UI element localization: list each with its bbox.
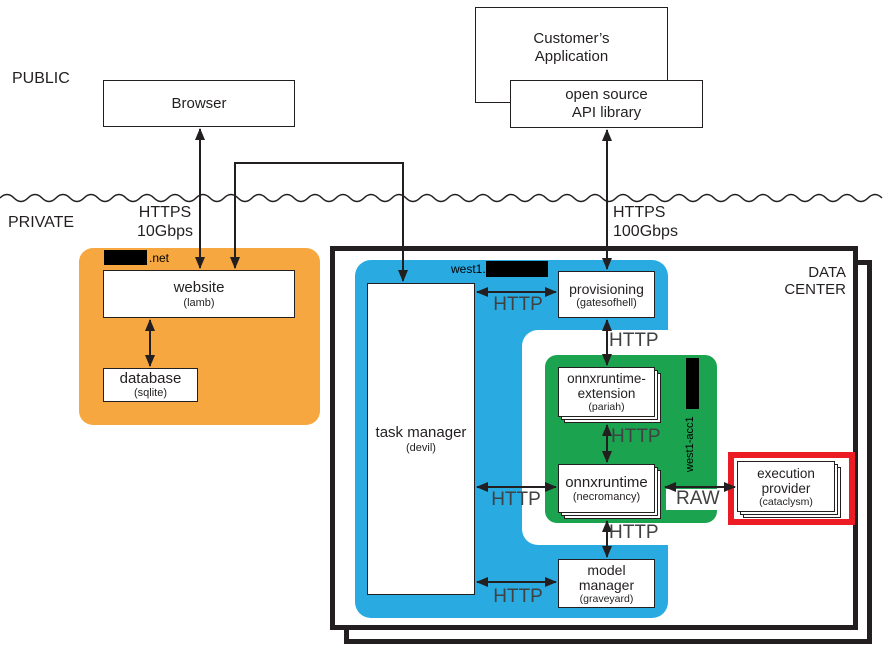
redacted-bar: [485, 261, 548, 277]
onnxruntime-extension-label-2: extension: [577, 386, 636, 401]
https-100gbps-line2: 100Gbps: [613, 223, 678, 240]
private-zone-label: PRIVATE: [8, 214, 75, 231]
database-sublabel: (sqlite): [133, 387, 167, 399]
node-browser: Browser: [103, 80, 295, 127]
customer-application-label-1: Customer’s: [533, 30, 610, 47]
public-zone-label: PUBLIC: [12, 70, 70, 87]
onnxruntime-label: onnxruntime: [565, 474, 648, 491]
raw-label-backing: [666, 489, 728, 510]
model-manager-label-1: model: [587, 561, 626, 578]
website-sublabel: (lamb): [183, 297, 215, 309]
node-execution-provider-highlight: execution provider (cataclysm): [728, 452, 855, 525]
public-private-boundary-wave: [0, 193, 883, 203]
task-manager-label: task manager: [375, 424, 467, 441]
website-domain-suffix: .net: [149, 250, 170, 265]
provisioning-host-prefix: west1.: [451, 262, 486, 276]
node-api-library: open source API library: [510, 80, 703, 128]
http-label-extension-onnxruntime: HTTP: [611, 426, 661, 447]
redacted-bar: [104, 250, 147, 265]
redacted-bar-vertical: [686, 358, 699, 409]
http-label-onnxruntime-modelmanager: HTTP: [609, 522, 659, 543]
customer-application-label-2: Application: [534, 48, 609, 65]
onnxruntime-extension-label-1: onnxruntime-: [567, 371, 646, 386]
onnxruntime-extension-sublabel: (pariah): [588, 401, 625, 413]
data-center-label-line2: CENTER: [784, 281, 846, 298]
website-domain-note: .net: [104, 250, 169, 265]
api-library-label-2: API library: [571, 104, 642, 121]
node-model-manager: model manager (graveyard): [558, 559, 655, 608]
execution-provider-label-1: execution: [757, 465, 815, 481]
https-10gbps-line1: HTTPS: [138, 204, 192, 221]
provisioning-label: provisioning: [569, 280, 644, 297]
execution-provider-sublabel: (cataclysm): [759, 495, 813, 508]
node-onnxruntime-extension: onnxruntime- extension (pariah): [558, 367, 661, 423]
api-library-label-1: open source: [565, 86, 648, 103]
node-task-manager: task manager (devil): [367, 283, 475, 595]
https-100gbps-line1: HTTPS: [613, 204, 666, 221]
https-100gbps-label: HTTPS 100Gbps: [613, 203, 678, 241]
provisioning-sublabel: (gatesofhell): [576, 296, 637, 309]
browser-label: Browser: [171, 94, 227, 112]
model-manager-sublabel: (graveyard): [579, 592, 634, 605]
node-database: database (sqlite): [103, 368, 198, 402]
database-label: database: [119, 370, 182, 387]
node-execution-provider: execution provider (cataclysm): [737, 461, 841, 518]
website-label: website: [173, 279, 225, 296]
https-10gbps-line2: 10Gbps: [136, 223, 194, 240]
http-label-taskmanager-modelmanager: HTTP: [493, 586, 543, 607]
http-label-taskmanager-provisioning: HTTP: [493, 294, 543, 315]
http-label-provisioning-extension: HTTP: [609, 330, 659, 351]
data-center-label-line1: DATA: [808, 264, 846, 281]
execution-provider-label-2: provider: [761, 480, 811, 496]
onnxruntime-sublabel: (necromancy): [572, 491, 641, 503]
data-center-label: DATA CENTER: [756, 264, 846, 298]
http-label-taskmanager-onnxruntime: HTTP: [491, 489, 541, 510]
model-manager-label-2: manager: [578, 576, 635, 593]
node-website: website (lamb): [103, 270, 295, 318]
node-provisioning: provisioning (gatesofhell): [558, 271, 655, 318]
raw-label: RAW: [676, 488, 720, 509]
node-onnxruntime: onnxruntime (necromancy): [558, 464, 661, 519]
provisioning-host-note: west1.: [451, 261, 548, 277]
https-10gbps-label: HTTPS 10Gbps: [125, 203, 205, 241]
accelerator-host-vertical-label: west1-acc1: [684, 416, 696, 472]
task-manager-sublabel: (devil): [406, 442, 436, 454]
